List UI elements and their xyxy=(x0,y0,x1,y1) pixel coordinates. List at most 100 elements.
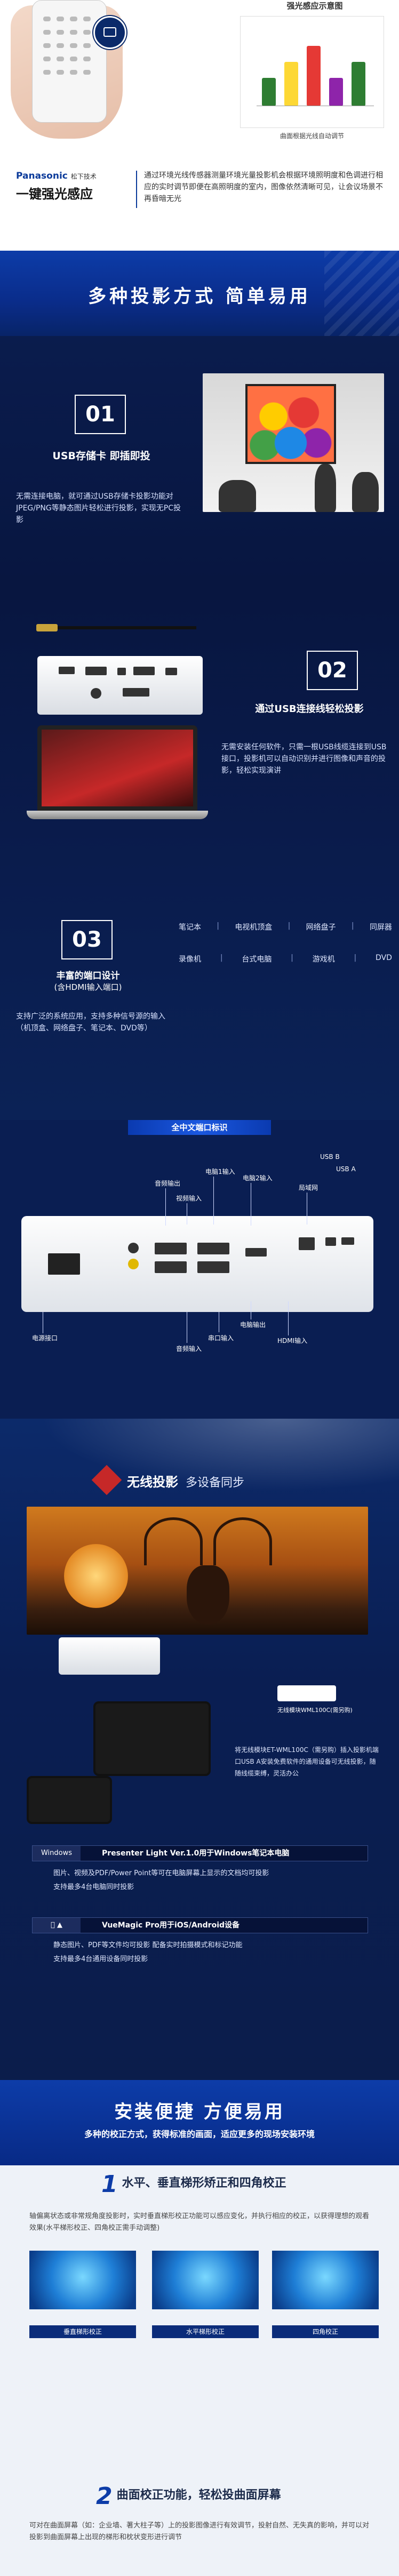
port-label: 局域网 xyxy=(299,1184,318,1191)
windows-label: Windows xyxy=(33,1846,81,1861)
mobile-desc1: 静态图片、PDF等文件均可投影 配备实时拍摄模式和标记功能 xyxy=(53,1941,243,1949)
feature-desc: 无需安装任何软件，只需一根USB线缆连接到USB接口，投影机可以自动识别并进行图… xyxy=(221,743,387,775)
port-label: 音频输出 xyxy=(155,1180,181,1187)
tag: DVD xyxy=(376,954,392,962)
projected-image xyxy=(245,384,336,464)
tag-row-2: 录像机| 台式电脑| 游戏机| DVD xyxy=(179,954,392,964)
person-graphic xyxy=(352,472,379,512)
kp1-number: 1 xyxy=(101,2171,118,2198)
feature-number: 02 xyxy=(307,651,358,690)
kp2-desc: 可对在曲面屏幕（如：企业墙、著大柱子等）上的投影图像进行有效调节，投射自然、无失… xyxy=(29,2522,370,2541)
port-label: 电脑1输入 xyxy=(205,1168,235,1175)
section-heading: 多种投影方式 简单易用 xyxy=(88,286,311,307)
usb-plug xyxy=(36,624,58,631)
tag: 录像机 xyxy=(179,955,201,964)
feature-number: 01 xyxy=(75,395,126,434)
windows-desc1: 图片、视频及PDF/Power Point等可在电脑屏幕上显示的文档均可投影 xyxy=(53,1869,269,1877)
tag: 台式电脑 xyxy=(242,955,272,964)
feature-title: 通过USB连接线轻松投影 xyxy=(255,703,364,715)
screen-image xyxy=(29,2251,136,2309)
projector-rear xyxy=(21,1216,373,1312)
dongle-desc: 将无线模块ET-WML100C（需另购）插入投影机端口USB A安装免费软件的通… xyxy=(235,1746,379,1777)
kp1-heading: 1 水平、垂直梯形矫正和四角校正 xyxy=(101,2171,286,2198)
ports-title: 全中文端口标识 xyxy=(128,1120,271,1135)
port-label: USB A xyxy=(336,1165,356,1173)
screen-label: 四角校正 xyxy=(272,2325,379,2338)
projector-back xyxy=(37,656,203,715)
feature-usb-cable: 02 通过USB连接线轻松投影 无需安装任何软件，只需一根USB线缆连接到USB… xyxy=(0,587,399,875)
tag: 网络盘子 xyxy=(306,923,336,932)
diagram-title: 强光感应示意图 xyxy=(286,1,343,11)
port-label: USB B xyxy=(320,1153,340,1161)
device-tags: 笔记本| 电视机顶盒| 网络盘子| 同屏器 录像机| 台式电脑| 游戏机| DV… xyxy=(179,922,392,986)
remote-control-image xyxy=(0,0,144,160)
windows-bar: Windows Presenter Light Ver.1.0用于Windows… xyxy=(32,1845,368,1861)
kp1-desc: 轴偏离状态或非常规角度投影时，实时垂直梯形校正功能可以感应变化，并执行相应的校正… xyxy=(29,2212,370,2232)
feature-ports: 03 丰富的端口设计 (含HDMI输入端口) 支持广泛的系统应用，支持多种信号源… xyxy=(0,875,399,1120)
decor-stripe xyxy=(324,251,399,336)
section-subheading: 多种的校正方式，获得标准的画面，适应更多的现场安装环境 xyxy=(84,2129,315,2139)
wireless-title: 无线投影 xyxy=(127,1475,178,1490)
port-label: 电脑2输入 xyxy=(243,1174,273,1182)
port-label: 串口输入 xyxy=(208,1334,234,1342)
wireless-subtitle: 多设备同步 xyxy=(186,1476,245,1490)
port-label: 电源接口 xyxy=(32,1334,58,1342)
feature-title: USB存储卡 即插即投 xyxy=(52,450,150,462)
headline: 一键强光感应 xyxy=(16,187,93,202)
feature-desc: 无需连接电脑，就可通过USB存储卡投影功能对JPEG/PNG等静态图片轻松进行投… xyxy=(16,492,181,524)
dongle-label: 无线模块WML100C(需另购) xyxy=(277,1707,353,1714)
wireless-section: 无线投影多设备同步 无线模块WML100C(需另购) 将无线模块ET-WML10… xyxy=(0,1419,399,2080)
brand-logo: Panasonic xyxy=(16,171,68,181)
light-diagram xyxy=(240,16,384,128)
mobile-title: VueMagic Pro用于iOS/Android设备 xyxy=(102,1921,240,1930)
screen-image xyxy=(152,2251,259,2309)
brand-block: Panasonic 松下技术 一键强光感应 xyxy=(16,171,133,202)
port-label: 音频输入 xyxy=(176,1345,202,1353)
projector-image xyxy=(59,1637,160,1675)
screen-image xyxy=(272,2251,379,2309)
usb-cable xyxy=(58,626,196,629)
kp1-title: 水平、垂直梯形矫正和四角校正 xyxy=(122,2177,286,2190)
kp2-number: 2 xyxy=(96,2483,113,2510)
mobile-bar:  ▲ VueMagic Pro用于iOS/Android设备 xyxy=(32,1917,368,1933)
feature-subtitle: (含HDMI输入端口) xyxy=(54,982,122,992)
diagram-bar xyxy=(329,78,343,106)
wireless-heading: 无线投影多设备同步 xyxy=(91,1465,304,1495)
feature-usb-storage: 01 USB存储卡 即插即投 无需连接电脑，就可通过USB存储卡投影功能对JPE… xyxy=(0,336,399,587)
sensor-icon xyxy=(93,16,126,49)
presentation-photo xyxy=(203,373,384,512)
deer-projection-image xyxy=(27,1507,368,1635)
mobile-desc2: 支持最多4台通用设备同时投影 xyxy=(53,1955,148,1963)
windows-title: Presenter Light Ver.1.0用于Windows笔记本电脑 xyxy=(102,1849,290,1858)
windows-desc2: 支持最多4台电脑同时投影 xyxy=(53,1883,134,1891)
feature-number: 03 xyxy=(61,920,113,959)
install-header: 安装便捷 方便易用 多种的校正方式，获得标准的画面，适应更多的现场安装环境 xyxy=(0,2080,399,2165)
phone-image xyxy=(27,1776,112,1824)
tag: 笔记本 xyxy=(179,923,201,932)
person-graphic xyxy=(315,464,336,512)
ports-diagram: 全中文端口标识 音频输出 视频输入 电脑1输入 电脑2输入 局域网 USB B … xyxy=(0,1120,399,1419)
correction-section: 1 水平、垂直梯形矫正和四角校正 轴偏离状态或非常规角度投影时，实时垂直梯形校正功… xyxy=(0,2165,399,2576)
wireless-icon xyxy=(91,1465,122,1495)
section-heading: 安装便捷 方便易用 xyxy=(114,2101,285,2123)
screen-label: 水平梯形校正 xyxy=(152,2325,259,2338)
headline-desc: 通过环境光线传感器测量环境光量投影机会根据环境照明度和色调进行相应的实时调节即便… xyxy=(144,171,383,203)
tag: 电视机顶盒 xyxy=(235,923,273,932)
laptop-image xyxy=(37,725,197,811)
feature-title: 丰富的端口设计 xyxy=(56,971,120,981)
light-sensor-section: 强光感应示意图 曲面根据光线自动调节 Panasonic 松下技术 一键强光感应… xyxy=(0,0,399,251)
remote-body xyxy=(32,0,107,123)
tablet-image xyxy=(93,1701,211,1776)
tag: 游戏机 xyxy=(312,955,335,964)
diagram-caption: 曲面根据光线自动调节 xyxy=(280,132,344,140)
person-graphic xyxy=(219,480,256,512)
port-label: 电脑输出 xyxy=(240,1321,266,1329)
diagram-bar xyxy=(262,78,276,106)
diagram-bar xyxy=(352,62,365,106)
screen-label: 垂直梯形校正 xyxy=(29,2325,136,2338)
diagram-bar xyxy=(284,62,298,106)
kp2-title: 曲面校正功能，轻松投曲面屏幕 xyxy=(116,2489,281,2502)
divider xyxy=(136,171,137,208)
usb-dongle-image xyxy=(277,1685,336,1701)
